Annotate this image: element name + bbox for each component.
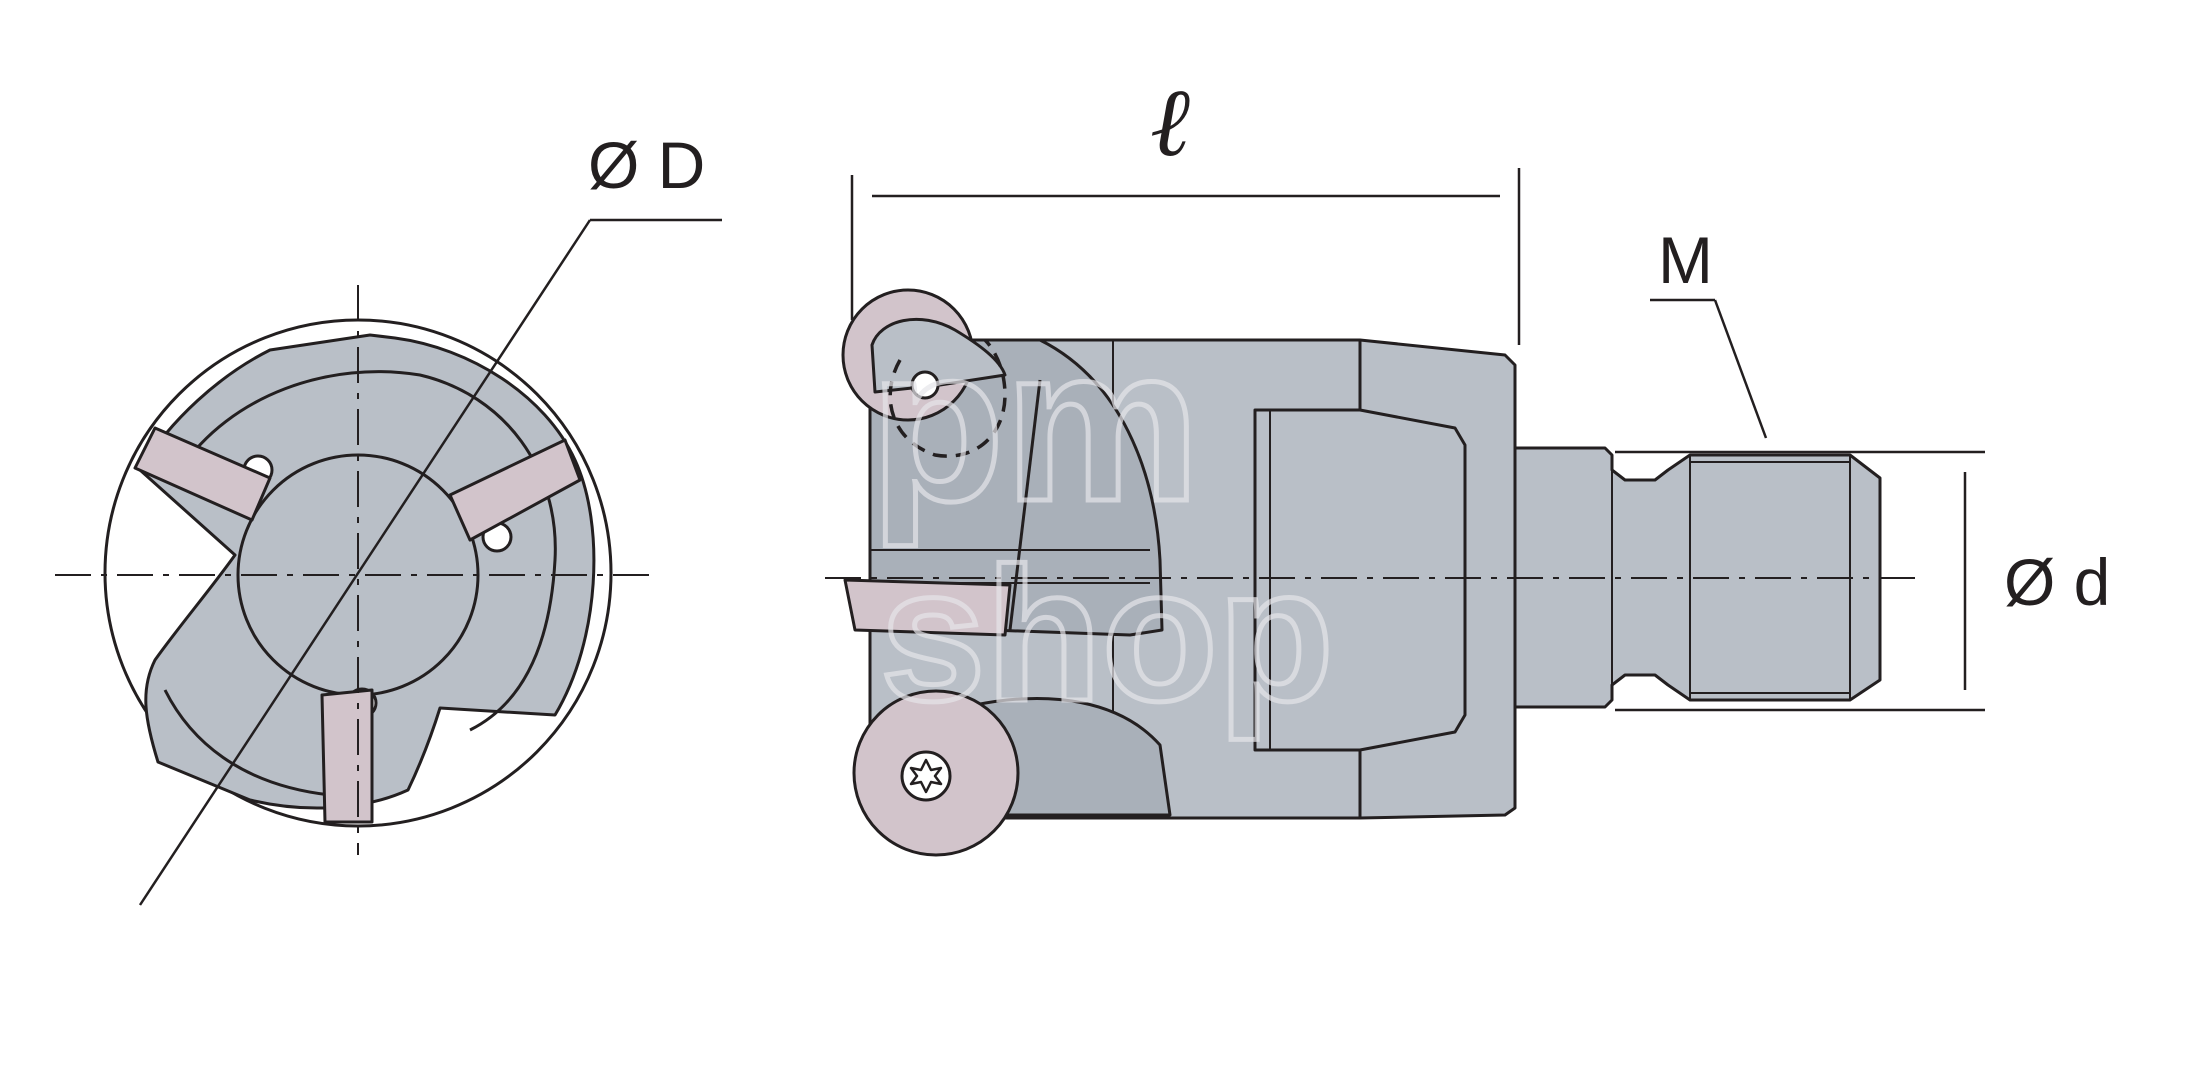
insert-bottom xyxy=(320,688,374,824)
watermark-line-1: pm xyxy=(870,301,1200,547)
torx-screw xyxy=(900,750,952,802)
top-insert-screw xyxy=(910,370,940,400)
body-inner-ring xyxy=(178,370,557,732)
insert-right xyxy=(448,438,582,542)
diameter-D-label: Ø D xyxy=(588,128,705,202)
top-insert-seat xyxy=(870,317,1007,394)
front-insert xyxy=(843,578,1012,637)
watermark-line-2: shop xyxy=(880,529,1334,741)
lower-flute xyxy=(973,697,1172,817)
insert-seat-line xyxy=(1008,379,1042,631)
end-view xyxy=(55,218,722,906)
diameter-d-label: Ø d xyxy=(2004,545,2110,619)
diameter-D-leader xyxy=(138,219,592,906)
thread-M-leader xyxy=(1713,299,1768,439)
thread-M-label: M xyxy=(1658,223,1713,297)
insert-top-left xyxy=(133,426,272,522)
torx-screw-star xyxy=(909,758,943,794)
body-inner-ring-lower xyxy=(163,689,331,797)
wrench-flat xyxy=(1253,408,1467,752)
top-insert-hidden-outline xyxy=(888,338,1007,458)
flute-region xyxy=(868,338,1164,637)
side-view xyxy=(825,168,1985,857)
length-l-label: ℓ xyxy=(1150,69,1190,176)
